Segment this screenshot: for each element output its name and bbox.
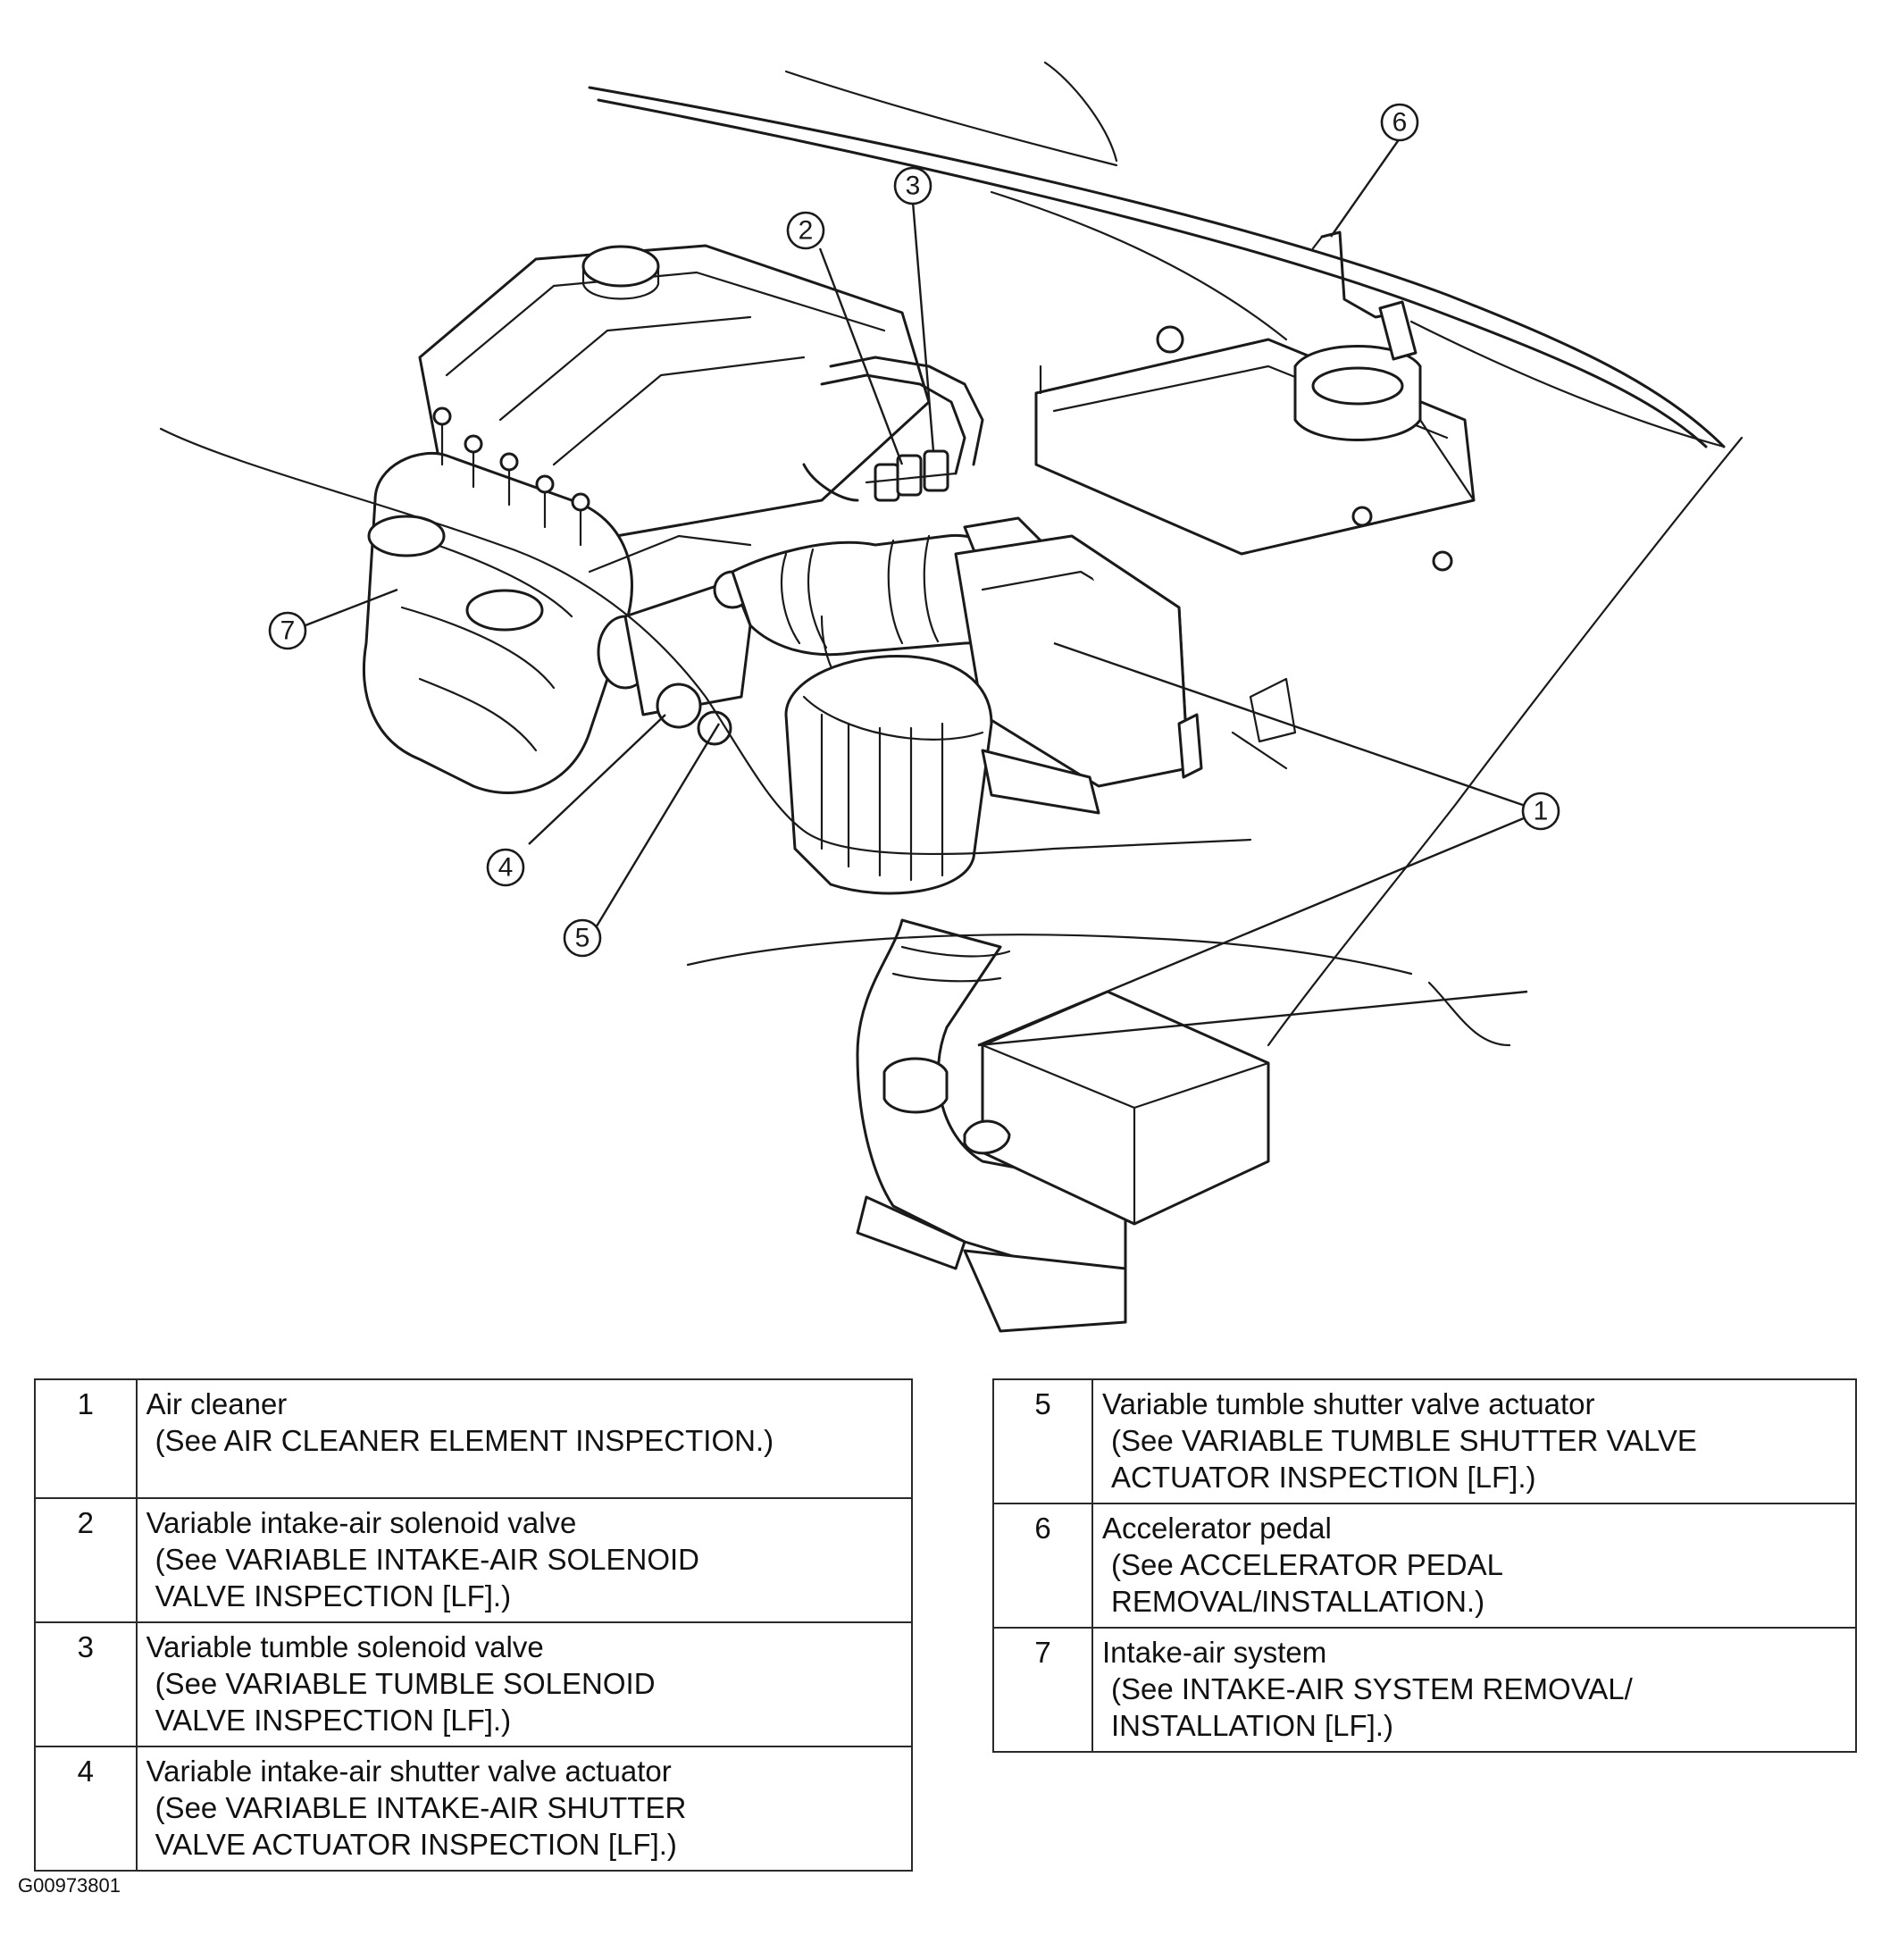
svg-text:5: 5: [575, 924, 590, 953]
part-reference: (See VARIABLE TUMBLE SHUTTER VALVE ACTUA…: [1111, 1424, 1697, 1494]
part-name: Air cleaner: [146, 1387, 288, 1420]
part-name: Variable intake-air solenoid valve: [146, 1506, 577, 1539]
part-reference: (See VARIABLE INTAKE-AIR SOLENOID VALVE …: [155, 1543, 700, 1612]
part-name: Variable intake-air shutter valve actuat…: [146, 1755, 672, 1788]
part-reference: (See VARIABLE INTAKE-AIR SHUTTER VALVE A…: [155, 1791, 687, 1861]
legend-row: 6 Accelerator pedal (See ACCELERATOR PED…: [991, 1503, 1857, 1629]
legend-row: 7 Intake-air system (See INTAKE-AIR SYST…: [991, 1627, 1857, 1753]
figure-id: G00973801: [18, 1874, 121, 1897]
legend-row: 4 Variable intake-air shutter valve actu…: [34, 1746, 914, 1872]
legend-row: 3 Variable tumble solenoid valve (See VA…: [34, 1621, 914, 1747]
part-number: 1: [34, 1378, 138, 1499]
leader-lines: [305, 138, 1542, 1047]
callout-5: 5: [563, 918, 602, 958]
parts-legend-left: 1 Air cleaner (See AIR CLEANER ELEMENT I…: [34, 1378, 914, 1872]
part-description: Accelerator pedal (See ACCELERATOR PEDAL…: [1091, 1503, 1857, 1629]
callout-3: 3: [893, 166, 932, 205]
part-name: Variable tumble solenoid valve: [146, 1630, 544, 1663]
svg-text:7: 7: [280, 616, 296, 646]
manifold-runners: [432, 406, 590, 547]
engine-bay-illustration: 1 2 3 4 5 6 7: [159, 61, 1744, 1333]
throttle-body: [588, 534, 752, 746]
legend-row: 2 Variable intake-air solenoid valve (Se…: [34, 1497, 914, 1623]
svg-text:2: 2: [799, 216, 814, 246]
part-description: Variable intake-air solenoid valve (See …: [135, 1497, 914, 1623]
callout-7: 7: [268, 611, 307, 650]
part-number: 6: [991, 1503, 1094, 1629]
legend-row: 1 Air cleaner (See AIR CLEANER ELEMENT I…: [34, 1378, 914, 1499]
callout-1: 1: [1521, 792, 1560, 831]
svg-text:6: 6: [1392, 108, 1408, 138]
legend-row: 5 Variable tumble shutter valve actuator…: [991, 1378, 1857, 1504]
solenoid-valves: [802, 356, 984, 502]
part-description: Variable intake-air shutter valve actuat…: [135, 1746, 914, 1872]
air-cleaner-housing: [784, 534, 1203, 895]
part-number: 7: [991, 1627, 1094, 1753]
hood-lines: [588, 61, 1726, 448]
part-name: Intake-air system: [1102, 1636, 1327, 1669]
parts-legend-right: 5 Variable tumble shutter valve actuator…: [991, 1378, 1857, 1753]
svg-text:4: 4: [498, 853, 514, 883]
part-description: Variable tumble shutter valve actuator (…: [1091, 1378, 1857, 1504]
part-reference: (See VARIABLE TUMBLE SOLENOID VALVE INSP…: [155, 1667, 656, 1737]
accelerator-pedal: [1311, 230, 1418, 361]
part-description: Variable tumble solenoid valve (See VARI…: [135, 1621, 914, 1747]
part-name: Accelerator pedal: [1102, 1512, 1332, 1545]
callout-2: 2: [786, 211, 825, 250]
part-description: Air cleaner (See AIR CLEANER ELEMENT INS…: [135, 1378, 914, 1499]
part-number: 4: [34, 1746, 138, 1872]
body-contours: [159, 427, 1744, 1047]
battery-area: [1034, 325, 1476, 572]
part-number: 2: [34, 1497, 138, 1623]
part-number: 5: [991, 1378, 1094, 1504]
lower-air-duct: [856, 918, 1270, 1333]
callout-6: 6: [1380, 103, 1419, 142]
svg-text:1: 1: [1534, 797, 1549, 826]
part-reference: (See ACCELERATOR PEDAL REMOVAL/INSTALLAT…: [1111, 1548, 1503, 1618]
part-name: Variable tumble shutter valve actuator: [1102, 1387, 1595, 1420]
part-number: 3: [34, 1621, 138, 1747]
callout-4: 4: [486, 848, 525, 887]
part-description: Intake-air system (See INTAKE-AIR SYSTEM…: [1091, 1627, 1857, 1753]
svg-text:3: 3: [906, 172, 921, 201]
part-reference: (See INTAKE-AIR SYSTEM REMOVAL/ INSTALLA…: [1111, 1672, 1633, 1742]
intake-manifold: [363, 406, 633, 794]
part-reference: (See AIR CLEANER ELEMENT INSPECTION.): [155, 1424, 774, 1457]
engine-head: [418, 244, 931, 538]
